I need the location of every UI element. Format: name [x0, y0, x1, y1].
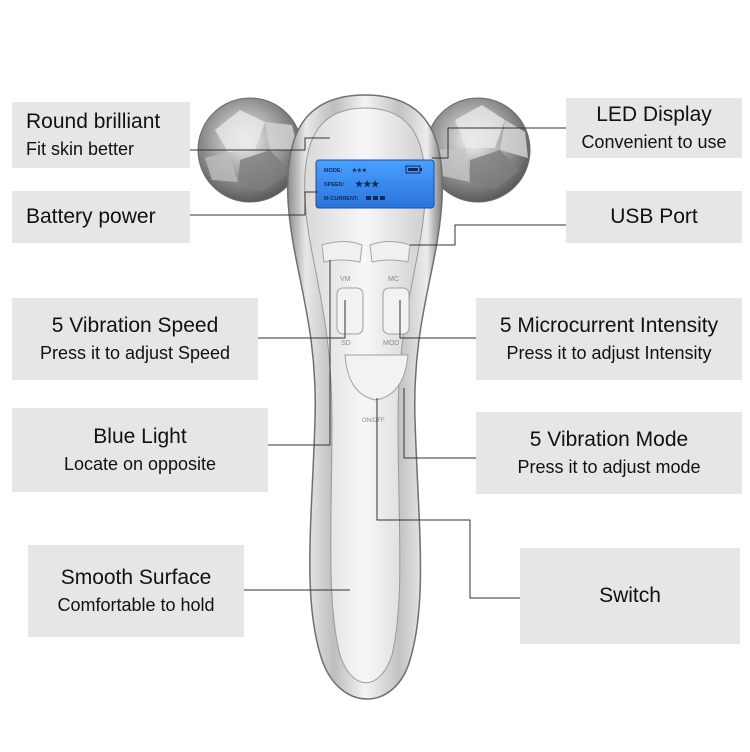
lcd-current-bars — [366, 196, 385, 200]
switch-title: Switch — [599, 584, 661, 608]
smooth-surface-callout: Smooth Surface Comfortable to hold — [28, 545, 244, 637]
top-left-button — [321, 241, 363, 263]
blue-light-callout: Blue Light Locate on opposite — [12, 408, 268, 492]
onoff-button-label: ON/OFF — [362, 418, 385, 424]
vibration-speed-callout: 5 Vibration Speed Press it to adjust Spe… — [12, 298, 258, 380]
vibration-mode-callout: 5 Vibration Mode Press it to adjust mode — [476, 412, 742, 494]
smooth-surface-subtitle: Comfortable to hold — [57, 595, 215, 616]
vm-button-label: VM — [340, 276, 351, 283]
microcurrent-intensity-title: 5 Microcurrent Intensity — [499, 314, 719, 338]
intensity-button — [382, 287, 410, 335]
lcd-mode-label: MODE: — [324, 168, 343, 174]
vibration-mode-subtitle: Press it to adjust mode — [517, 457, 701, 478]
lcd-current-label: M-CURRENT: — [324, 196, 359, 202]
microcurrent-intensity-callout: 5 Microcurrent Intensity Press it to adj… — [476, 298, 742, 380]
smooth-surface-title: Smooth Surface — [60, 566, 212, 590]
mc-button-label: MC — [388, 276, 399, 283]
vibration-speed-title: 5 Vibration Speed — [51, 314, 219, 338]
blue-light-title: Blue Light — [93, 425, 187, 449]
usb-port-title: USB Port — [610, 205, 698, 229]
led-display-title: LED Display — [596, 103, 712, 127]
sd-button-label: SD — [341, 340, 351, 347]
battery-power-title: Battery power — [26, 205, 156, 229]
lcd-speed-label: SPEED: — [324, 182, 345, 188]
top-right-button — [369, 241, 411, 263]
led-display-callout: LED Display Convenient to use — [566, 98, 742, 158]
round-brilliant-subtitle: Fit skin better — [26, 139, 135, 160]
vibration-speed-subtitle: Press it to adjust Speed — [39, 343, 231, 364]
mod-button-label: MOD — [383, 340, 399, 347]
round-brilliant-title: Round brilliant — [26, 110, 161, 134]
vibration-mode-title: 5 Vibration Mode — [529, 428, 689, 452]
usb-port-callout: USB Port — [566, 191, 742, 243]
round-brilliant-callout: Round brilliant Fit skin better — [12, 102, 190, 168]
blue-light-subtitle: Locate on opposite — [63, 454, 217, 475]
battery-power-callout: Battery power — [12, 191, 190, 243]
mode-button — [344, 354, 409, 401]
speed-button — [336, 287, 364, 335]
lcd-speed-stars: ★★★ — [355, 179, 380, 189]
led-display-subtitle: Convenient to use — [581, 132, 727, 153]
leader-lines — [190, 127, 566, 599]
lcd-battery-icon — [405, 165, 422, 174]
lcd-screen — [315, 159, 435, 209]
lcd-mode-stars: ★★★ — [352, 167, 368, 174]
switch-callout: Switch — [520, 548, 740, 644]
microcurrent-intensity-subtitle: Press it to adjust Intensity — [506, 343, 712, 364]
